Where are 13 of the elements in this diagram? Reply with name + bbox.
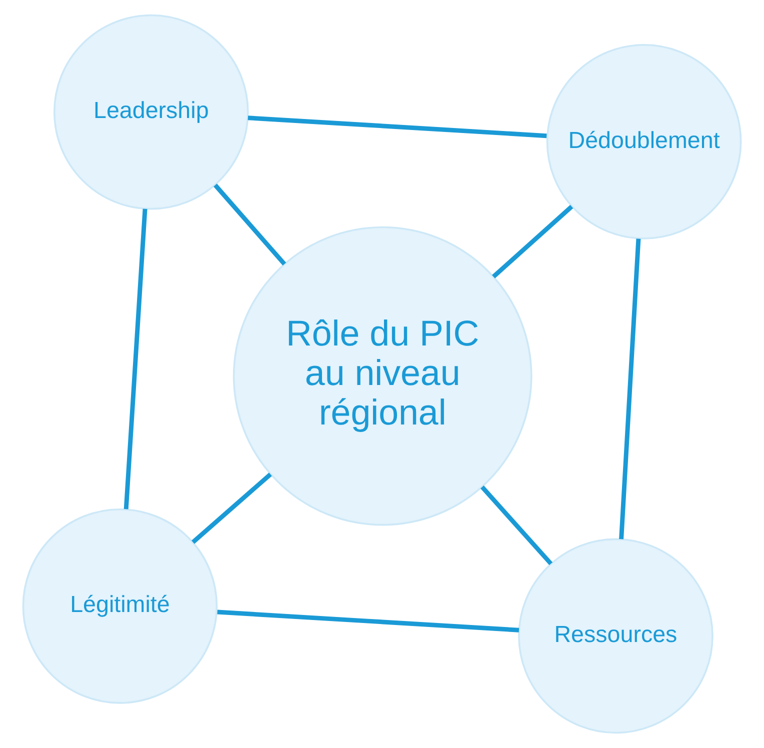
node-circle: Dédoublement xyxy=(546,44,742,240)
connector xyxy=(480,486,553,566)
node-circle: Leadership xyxy=(53,14,249,210)
connector xyxy=(619,238,641,540)
node-circle: Rôle du PIC au niveau régional xyxy=(232,226,532,526)
connector xyxy=(214,184,286,266)
connector xyxy=(192,472,272,544)
node-circle: Légitimité xyxy=(22,508,218,704)
connector xyxy=(124,208,148,510)
node-circle: Ressources xyxy=(518,538,714,734)
connector xyxy=(248,116,547,138)
connector xyxy=(492,204,574,278)
connector xyxy=(217,610,520,632)
